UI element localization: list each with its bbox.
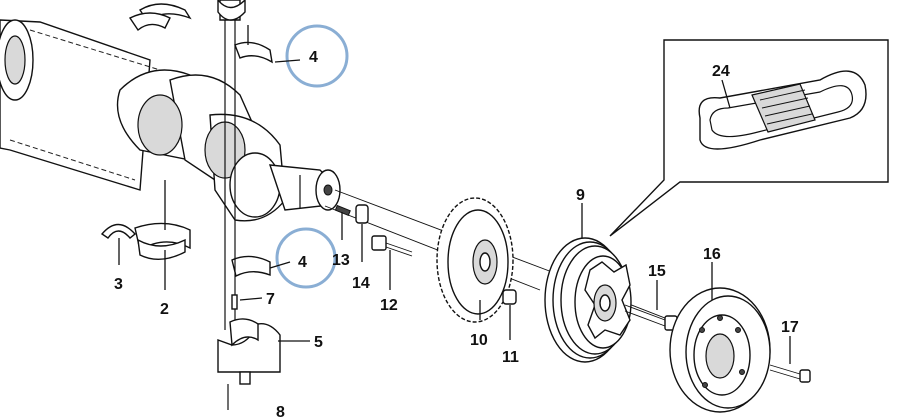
- locating-pin: [502, 289, 517, 305]
- callout-13: 13: [332, 252, 350, 269]
- highlight-circle: [285, 24, 349, 88]
- callout-11: 11: [502, 349, 519, 366]
- callout-5: 5: [314, 334, 323, 351]
- callout-4-lower: 4: [298, 254, 307, 271]
- damper-bolt: [769, 364, 811, 383]
- callout-3: 3: [114, 276, 123, 293]
- callout-17: 17: [781, 319, 799, 336]
- highlight-circle: [275, 227, 337, 289]
- callout-4-upper: 4: [309, 49, 318, 66]
- callout-12: 12: [380, 297, 398, 314]
- callout-16: 16: [703, 246, 721, 263]
- callout-labels: 4 4 24 9 16 15 17 13 14 12 10 11 7 5 3 2…: [114, 49, 799, 417]
- spacer-sleeve: [355, 204, 369, 224]
- connecting-rod-cap: [217, 318, 281, 410]
- callout-14: 14: [352, 275, 370, 292]
- callout-2: 2: [160, 301, 169, 318]
- leader-lines: [118, 25, 791, 364]
- callout-8: 8: [276, 404, 285, 417]
- pulley-bolt: [624, 304, 678, 331]
- dowel-pin: [231, 294, 238, 310]
- callout-24: 24: [712, 63, 730, 80]
- thrust-washer: [100, 223, 137, 239]
- belt-detail-inset: [609, 39, 889, 237]
- connecting-rod: [217, 0, 246, 330]
- bolt: [371, 235, 413, 257]
- vibration-damper: [669, 287, 771, 413]
- woodruff-key: [334, 204, 351, 217]
- crankshaft-pulley: [544, 237, 632, 363]
- main-bearing-shells: [128, 3, 273, 278]
- callout-9: 9: [576, 187, 585, 204]
- callout-7: 7: [266, 291, 275, 308]
- timing-sprocket: [436, 197, 514, 323]
- callout-10: 10: [470, 332, 488, 349]
- callout-15: 15: [648, 263, 666, 280]
